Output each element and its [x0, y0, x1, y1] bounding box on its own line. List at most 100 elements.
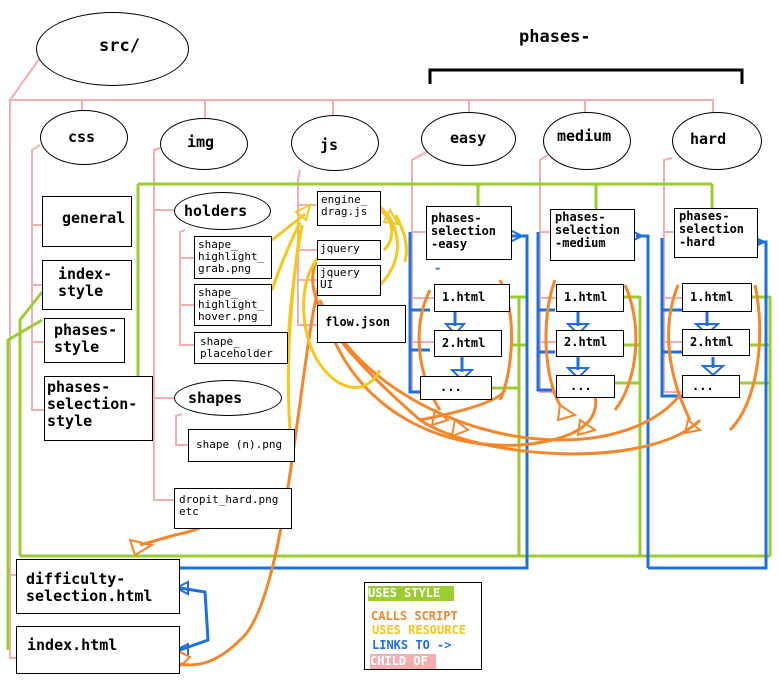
calls-script-line — [544, 279, 562, 406]
css-general-label: general — [62, 209, 126, 227]
folder-holders-label: holders — [184, 202, 248, 220]
folder-src-label: src/ — [99, 36, 140, 56]
img-shape-n-label: shape (n).png — [196, 438, 283, 451]
img-hover-label: shape_ highlight_ hover.png — [198, 286, 265, 323]
legend-child-of: CHILD OF — [370, 654, 436, 669]
legend-uses-style: USES STYLE — [368, 586, 454, 601]
uses-resource-line — [302, 257, 382, 389]
hard-more-label: ... — [692, 379, 714, 393]
child-of-line — [663, 157, 682, 393]
child-of-line — [9, 100, 16, 659]
calls-script-line — [728, 284, 762, 432]
link-arrowhead — [443, 323, 467, 336]
link-arrowhead — [700, 365, 726, 377]
phases-bracket — [428, 68, 744, 84]
easy-tick-mark: - — [434, 261, 442, 275]
easy-more-label: ... — [440, 380, 462, 394]
folder-easy — [421, 112, 516, 166]
img-dropit-label: dropit_hard.png etc — [179, 493, 279, 518]
calls-script-line — [328, 329, 598, 447]
img-dropit-box — [174, 488, 292, 529]
hard-2-html-box — [682, 329, 750, 356]
css-index-style-label: index- style — [58, 265, 113, 300]
img-shape-n-box — [188, 429, 295, 462]
child-of-line — [8, 54, 714, 112]
folder-medium-label: medium — [557, 127, 612, 145]
hard-phases-selection-label: phases- selection -hard — [679, 209, 745, 249]
link-arrowhead — [449, 369, 475, 382]
child-of-line — [153, 147, 174, 501]
folder-css — [40, 110, 128, 165]
child-of-line — [31, 144, 44, 411]
legend-uses-resource: USES RESOURCE — [372, 623, 466, 637]
medium-more-box — [556, 375, 615, 398]
script-arrowhead — [430, 408, 451, 427]
folder-easy-label: easy — [450, 129, 487, 147]
phases-label: phases- — [519, 27, 591, 47]
img-placeholder-label: shape_ placeholder — [200, 335, 273, 360]
uses-resource-line — [286, 229, 302, 431]
script-arrowhead — [128, 538, 155, 557]
script-arrowhead — [576, 418, 598, 437]
hard-1-html-label: 1.html — [690, 290, 734, 304]
easy-more-box — [420, 376, 492, 400]
css-index-style-box — [42, 260, 132, 310]
folder-shapes-label: shapes — [188, 389, 243, 407]
child-of-line — [179, 229, 194, 346]
css-phases-selection-style-label: phases- selection- style — [47, 378, 138, 430]
index-html-box — [16, 626, 180, 674]
img-hover-box — [194, 284, 272, 326]
medium-1-html-label: 1.html — [564, 290, 608, 304]
folder-hard — [672, 112, 762, 170]
link-line — [408, 232, 420, 394]
js-flow-json-label: flow.json — [325, 315, 391, 329]
uses-resource-arrowheads — [294, 203, 400, 226]
calls-script-lines — [139, 261, 762, 667]
folder-img — [160, 118, 248, 170]
difficulty-selection-label: difficulty- selection.html — [26, 570, 153, 605]
resource-arrowhead — [294, 203, 312, 222]
uses-resource-line — [394, 214, 408, 263]
legend-calls-script: CALLS SCRIPT — [371, 609, 458, 623]
js-jquery-label: jquery — [320, 242, 360, 255]
easy-2-html-label: 2.html — [442, 336, 486, 350]
calls-script-line — [179, 267, 326, 667]
link-arrowhead — [565, 367, 591, 380]
img-grab-box — [194, 236, 272, 279]
link-arrowheads — [173, 228, 767, 658]
folder-js — [291, 115, 379, 171]
link-arrowhead — [173, 580, 189, 596]
uses-resource-line — [270, 221, 302, 291]
link-line — [636, 234, 650, 568]
js-flow-json-box — [317, 305, 406, 343]
easy-1-html-box — [434, 284, 510, 312]
resource-arrowhead — [382, 207, 400, 226]
legend-links-to: LINKS TO -> — [372, 638, 452, 652]
uses-style-line — [6, 318, 43, 650]
js-jquery-box — [317, 240, 381, 260]
script-arrowhead — [450, 418, 471, 438]
medium-1-html-box — [556, 284, 624, 312]
folder-holders — [174, 192, 271, 230]
uses-resource-lines — [270, 203, 408, 431]
folder-src — [36, 12, 189, 86]
medium-phases-selection-box — [550, 209, 635, 261]
hard-phases-selection-box — [674, 208, 758, 258]
difficulty-selection-box — [16, 559, 180, 614]
folder-img-label: img — [187, 133, 215, 151]
medium-2-html-label: 2.html — [564, 335, 608, 349]
easy-1-html-label: 1.html — [442, 290, 486, 304]
js-engine-drag-box — [317, 191, 381, 226]
folder-hard-label: hard — [690, 130, 727, 148]
medium-more-label: ... — [570, 379, 592, 393]
folder-css-label: css — [68, 128, 96, 146]
easy-2-html-box — [434, 330, 502, 357]
script-arrowhead — [556, 403, 578, 422]
css-phases-style-label: phases- style — [54, 321, 118, 356]
folder-js-label: js — [320, 136, 339, 154]
medium-2-html-box — [556, 330, 624, 357]
link-line — [180, 234, 529, 570]
uses-resource-line — [379, 208, 394, 252]
calls-script-line — [318, 299, 682, 442]
